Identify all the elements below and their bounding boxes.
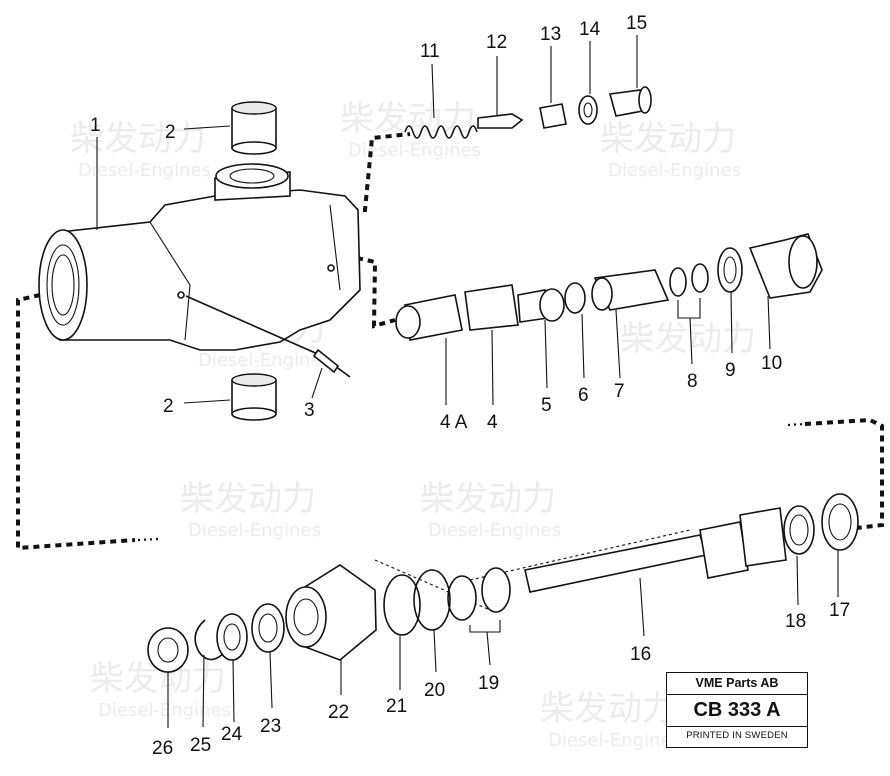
part-10-nut: [748, 233, 823, 299]
watermark-en: Diesel-Engines: [188, 520, 321, 541]
watermark-cn: 柴发动力: [420, 479, 556, 519]
label-part-14: 14: [579, 19, 601, 40]
part-4-piston-sleeve: [464, 284, 519, 331]
title-block-drawing-code: CB 333 A: [667, 695, 807, 727]
watermark-en: Diesel-Engines: [78, 160, 211, 181]
watermark-en: Diesel-Engines: [98, 700, 231, 721]
watermark-cn: 柴发动力: [540, 689, 676, 729]
label-part-2-bottom: 2: [163, 396, 174, 417]
part-22-piston: [285, 564, 377, 661]
part-12-pin: [477, 113, 524, 129]
part-24-washer: [216, 613, 248, 661]
label-part-19: 19: [478, 673, 499, 694]
part-7-sleeve: [591, 269, 670, 311]
watermark-cn: 柴发动力: [70, 119, 206, 159]
part-23-bushing: [251, 603, 285, 653]
part-15-plug: [608, 86, 652, 117]
label-part-20: 20: [424, 680, 445, 701]
part-2-bushing-bottom: [231, 373, 277, 421]
label-part-4: 4: [487, 412, 498, 433]
part-4a-piston: [395, 294, 463, 341]
part-19-rings: [447, 567, 511, 633]
label-part-21: 21: [386, 696, 407, 717]
part-labels: 1 2 2 3 11 12 13 14 15 4 A 4 5 6 7 8 9 1…: [90, 13, 850, 759]
label-part-9: 9: [725, 360, 736, 381]
label-part-1: 1: [90, 115, 101, 136]
watermark-cn: 柴发动力: [600, 119, 736, 159]
watermark-cn: 柴发动力: [180, 479, 316, 519]
part-17-cap: [821, 493, 859, 551]
watermark-en: Diesel-Engines: [198, 350, 331, 371]
part-13-spring-plug: [539, 103, 567, 129]
label-part-11: 11: [420, 41, 440, 62]
part-6-oring: [564, 282, 586, 314]
label-part-15: 15: [626, 13, 647, 34]
label-part-5: 5: [541, 395, 552, 416]
label-part-25: 25: [190, 735, 211, 756]
part-2-bushing-top: [231, 101, 277, 155]
label-part-23: 23: [260, 716, 281, 737]
label-part-4a: 4 A: [440, 412, 468, 433]
title-block-printed-note: PRINTED IN SWEDEN: [686, 730, 788, 741]
part-5-ring: [517, 288, 565, 323]
part-16-shaft: [524, 507, 787, 593]
label-part-16: 16: [630, 644, 651, 665]
label-part-24: 24: [221, 724, 243, 745]
title-block-company: VME Parts AB: [667, 673, 807, 695]
leader-lines: [96, 35, 839, 728]
watermark-cn: 柴发动力: [620, 319, 756, 359]
label-part-12: 12: [486, 32, 507, 53]
part-14-washer: [578, 95, 598, 125]
watermark-en: Diesel-Engines: [548, 730, 681, 751]
watermark-en: Diesel-Engines: [428, 520, 561, 541]
part-25-circlip: [194, 619, 224, 661]
title-block: VME Parts AB CB 333 A PRINTED IN SWEDEN: [666, 672, 808, 748]
label-part-18: 18: [785, 611, 806, 632]
part-11-spring: [404, 125, 478, 139]
label-part-26: 26: [152, 738, 173, 759]
part-8-washers: [669, 263, 709, 319]
part-20-oring: [413, 569, 451, 631]
label-part-10: 10: [761, 353, 782, 374]
part-21-oring: [383, 574, 421, 636]
watermark-en: Diesel-Engines: [608, 160, 741, 181]
label-part-6: 6: [578, 385, 589, 406]
label-part-8: 8: [687, 371, 698, 392]
label-part-3: 3: [304, 400, 315, 421]
label-part-17: 17: [829, 600, 850, 621]
label-part-22: 22: [328, 702, 349, 723]
part-3-wire: [185, 295, 351, 378]
part-9-washer: [717, 247, 743, 293]
label-part-2-top: 2: [165, 122, 176, 143]
watermark-en: Diesel-Engines: [348, 140, 481, 161]
label-part-13: 13: [540, 24, 561, 45]
label-part-7: 7: [614, 381, 625, 402]
part-18-ring: [783, 505, 815, 555]
part-26-nut: [147, 627, 189, 673]
part-1-housing: [38, 163, 361, 351]
